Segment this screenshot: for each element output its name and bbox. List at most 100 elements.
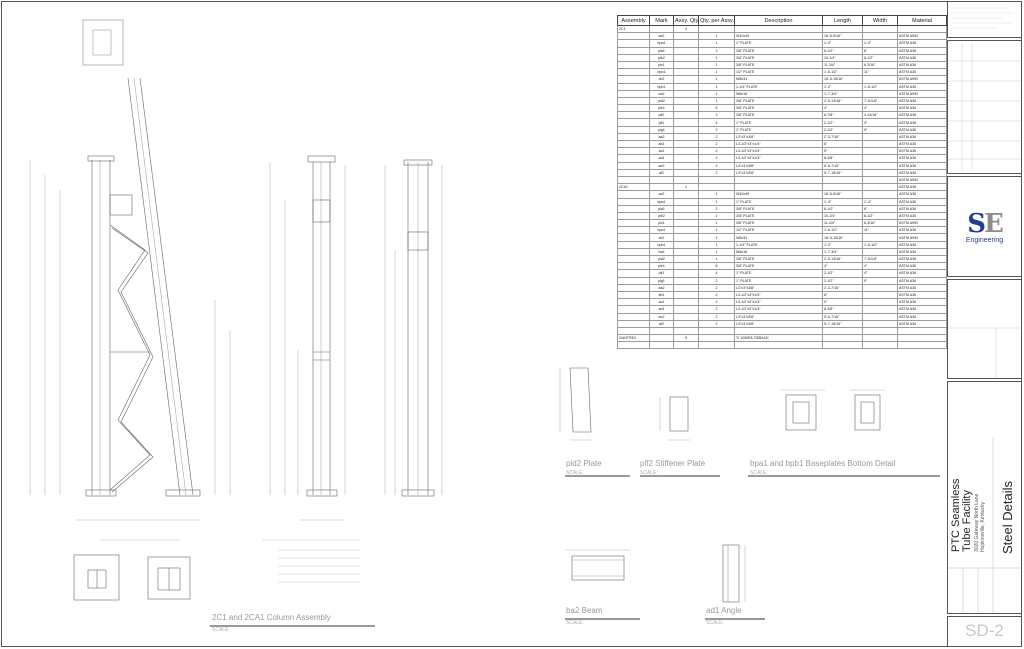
bom-cell: 2-1/2" <box>822 125 863 134</box>
bom-cell: plf1 <box>649 269 674 278</box>
bom-cell <box>673 46 699 55</box>
bom-cell <box>862 319 898 328</box>
ba2-beam-drawing <box>571 555 625 581</box>
bom-cell: plb2 <box>649 53 674 62</box>
bom-cell <box>673 276 699 285</box>
bom-cell: L3"x3"x3/8" <box>734 319 823 328</box>
bom-cell <box>862 139 898 149</box>
bom-cell <box>649 341 674 350</box>
bom-cell: bpo1 <box>649 226 674 235</box>
bom-cell: 5'-6-7/16" <box>822 312 863 321</box>
logo-subtitle: Engineering <box>965 237 1004 244</box>
bom-cell: 1'-4" <box>862 197 898 206</box>
bom-cell: ASTM A992 <box>897 175 947 185</box>
bom-cell: ASTM A36 <box>897 290 947 300</box>
bom-cell: 3/8" PLATE <box>734 111 823 120</box>
bom-cell: ASTM A36 <box>897 183 947 192</box>
bom-cell <box>862 334 898 343</box>
bom-cell: 11-3/4" <box>822 60 863 70</box>
table-row <box>617 341 947 350</box>
bom-cell <box>862 154 898 163</box>
bom-cell: 4 <box>698 269 735 278</box>
bom-cell <box>617 32 650 41</box>
bom-cell: plg1 <box>649 276 674 285</box>
bom-cell <box>617 104 650 113</box>
bom-cell: ASTM A36 <box>897 104 947 113</box>
bom-cell: pla1 <box>649 204 674 213</box>
bom-cell: 2CA1 <box>617 183 650 192</box>
bom-cell <box>617 262 650 271</box>
bom-header-cell: Qty. per Assy. <box>698 15 735 26</box>
base-plate-detail-b <box>147 556 191 600</box>
bom-cell: ca2 <box>649 32 674 41</box>
bom-cell <box>617 60 650 70</box>
logo-letter-s: S <box>967 209 986 239</box>
bom-cell: 1'-4" <box>822 39 863 48</box>
bom-cell: ae2 <box>649 312 674 321</box>
project-grid <box>948 437 1021 613</box>
bom-cell <box>673 111 699 120</box>
bom-cell <box>862 161 898 170</box>
bom-header-cell: Material <box>897 15 947 26</box>
bom-cell: L3-1/2"x3"x1/4" <box>734 147 823 156</box>
bom-cell <box>673 290 699 300</box>
bom-cell: W8x31 <box>734 233 823 242</box>
bom-cell <box>649 183 674 192</box>
bom-cell <box>698 24 735 34</box>
bom-cell: GANTREX <box>617 334 650 343</box>
bom-cell: ASTM A36 <box>897 190 947 199</box>
bom-cell: 3/8" PLATE <box>734 60 823 70</box>
bom-cell <box>673 39 699 48</box>
bom-cell <box>822 326 863 336</box>
bom-cell: 8-3/8" <box>822 154 863 163</box>
bom-cell: 1 <box>698 32 735 41</box>
bom-cell: ASTM A992 <box>897 75 947 84</box>
bom-cell <box>617 290 650 300</box>
bom-cell: 4" <box>862 269 898 278</box>
bom-cell: af2 <box>649 319 674 328</box>
bom-cell: 1" PLATE <box>734 39 823 48</box>
bom-cell <box>617 276 650 285</box>
bom-cell: L3"x3"x3/8" <box>734 312 823 321</box>
bom-cell: cb2 <box>649 75 674 84</box>
bom-cell: 4 <box>698 118 735 127</box>
plan-detail-top <box>82 19 124 66</box>
bom-cell: 1'-6-1/2" <box>822 68 863 77</box>
bom-cell <box>649 175 674 185</box>
bom-cell: ASTM A36 <box>897 204 947 213</box>
bom-cell <box>673 75 699 84</box>
bom-cell: cb2 <box>649 233 674 242</box>
bom-cell: aa2 <box>649 132 674 142</box>
bom-cell <box>698 175 735 185</box>
bom-cell: ASTM A992 <box>897 219 947 228</box>
bom-cell <box>734 183 823 192</box>
bom-cell: 1 <box>698 68 735 77</box>
logo-letter-e: E <box>983 209 1004 239</box>
bom-cell: ba2 <box>649 247 674 257</box>
bom-cell: 1 <box>698 240 735 249</box>
bom-cell <box>862 32 898 41</box>
bom-cell <box>822 175 863 185</box>
column-assembly-title: 2C1 and 2CA1 Column Assembly <box>212 613 331 622</box>
bom-cell: 1'-8-1/2" <box>862 82 898 91</box>
bom-cell: 5 <box>673 334 699 343</box>
bpa1-drawing <box>785 394 817 431</box>
bom-header-cell: Description <box>734 15 823 26</box>
bom-cell <box>673 32 699 41</box>
bom-cell: 1" PLATE <box>734 118 823 127</box>
bom-cell: ac1 <box>649 147 674 156</box>
bom-cell <box>617 39 650 48</box>
base-plate-detail-a <box>73 554 120 601</box>
bom-cell <box>673 190 699 199</box>
bom-cell: 1" PLATE <box>734 197 823 206</box>
